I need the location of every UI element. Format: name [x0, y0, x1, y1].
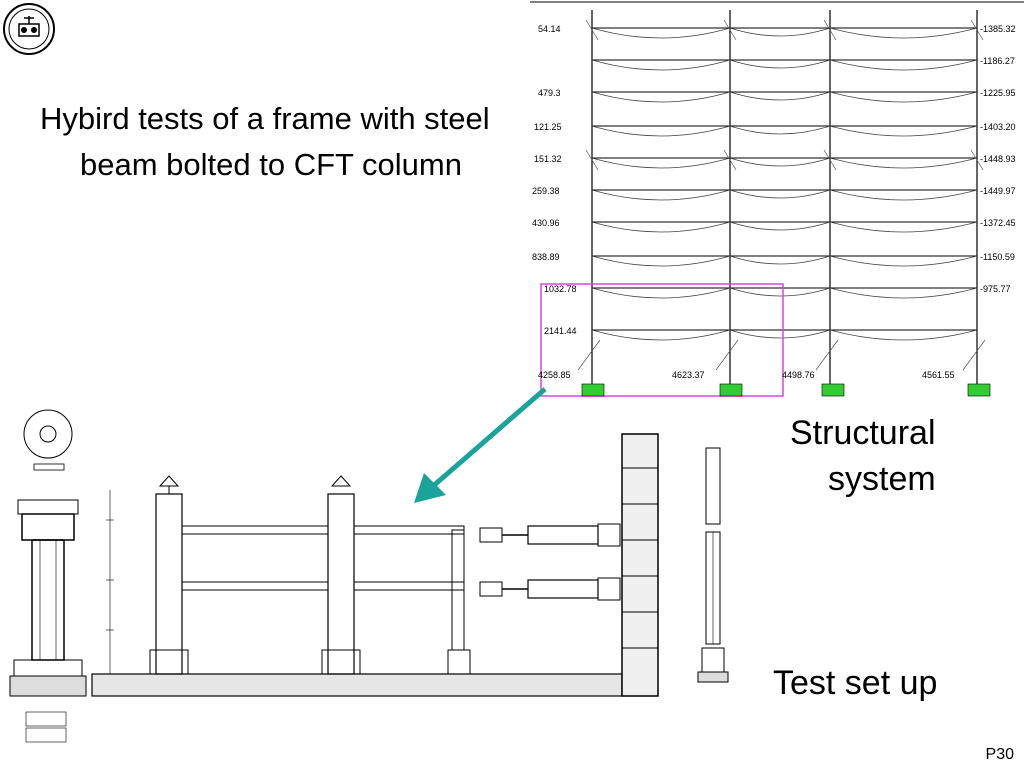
- moment-label: -1372.45: [980, 218, 1016, 228]
- reaction-label: 4258.85: [538, 370, 571, 380]
- moment-label: 430.96: [532, 218, 560, 228]
- moment-label: -1448.93: [980, 154, 1016, 164]
- reaction-label: 4561.55: [922, 370, 955, 380]
- structural-system-label: Structural system: [790, 414, 936, 498]
- moment-label: -1385.32: [980, 24, 1016, 34]
- moment-label: -1186.27: [980, 56, 1015, 66]
- arrow-icon: [400, 385, 570, 515]
- moment-label: 479.3: [538, 88, 561, 98]
- moment-label: 121.25: [534, 122, 562, 132]
- moment-label: -1150.59: [980, 252, 1015, 262]
- moment-label: 54.14: [538, 24, 561, 34]
- slide-title: Hybird tests of a frame with steel beam …: [40, 101, 490, 182]
- moment-label: 838.89: [532, 252, 560, 262]
- reaction-label: 4623.37: [672, 370, 705, 380]
- frame-diagram: 54.14 479.3 121.25 151.32 259.38 430.96 …: [530, 0, 1024, 400]
- moment-label: 2141.44: [544, 326, 577, 336]
- moment-label: -1225.95: [980, 88, 1016, 98]
- moment-label: 151.32: [534, 154, 562, 164]
- university-logo: [2, 2, 56, 56]
- test-setup-label: Test set up: [773, 664, 938, 702]
- moment-label: 1032.78: [544, 284, 577, 294]
- moment-label: 259.38: [532, 186, 560, 196]
- moment-label: -1403.20: [980, 122, 1016, 132]
- test-setup-drawing: [0, 400, 770, 768]
- reaction-label: 4498.76: [782, 370, 815, 380]
- moment-label: -975.77: [980, 284, 1011, 294]
- moment-label: -1449.97: [980, 186, 1016, 196]
- page-number: P30: [985, 746, 1014, 763]
